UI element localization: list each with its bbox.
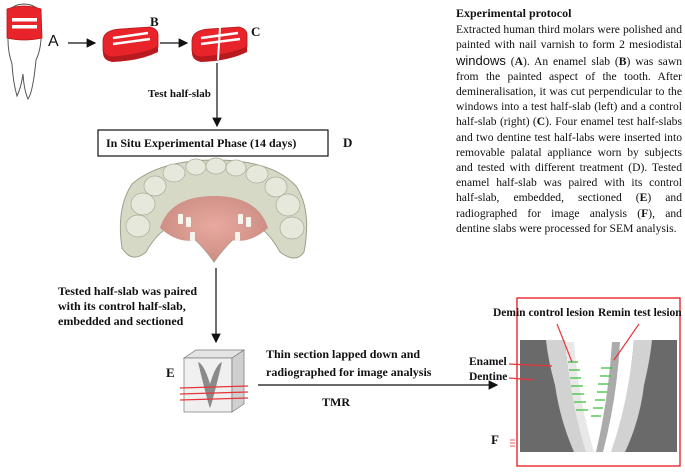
remin-test-lesion-label: Remin test lesion <box>598 307 682 319</box>
protocol-text: Extracted human third molars were polish… <box>456 23 682 52</box>
label-e: E <box>166 365 175 380</box>
protocol-text: ) was sawn from the painted aspect of th… <box>456 54 683 129</box>
protocol-title: Experimental protocol <box>456 6 572 20</box>
lesion-green-stripes <box>568 361 613 417</box>
demin-control-lesion-label: Demin control lesion <box>493 307 595 319</box>
tested-paired-line-1: Tested half-slab was paired <box>58 284 198 298</box>
thin-section-line-1: Thin section lapped down and <box>266 347 421 361</box>
enamel-label: Enamel <box>469 356 507 368</box>
tested-paired-line-2: with its control half-slab, <box>58 299 186 313</box>
dentine-label: Dentine <box>469 371 508 383</box>
protocol-text: ( <box>505 54 515 68</box>
label-a: A <box>48 33 59 50</box>
thin-section-text: Thin section lapped down and radiographe… <box>266 345 431 381</box>
panel-f-pointers <box>508 323 640 381</box>
panel-f-edge-ticks <box>510 439 515 447</box>
protocol-windows-word: windows <box>456 52 506 68</box>
enamel-slab-c <box>191 26 248 62</box>
protocol-ref-c: C <box>536 115 546 129</box>
protocol-text: ). Four enamel test half-slabs and two d… <box>456 115 682 205</box>
test-half-slab-label: Test half-slab <box>148 88 211 100</box>
protocol-body: Extracted human third molars were polish… <box>456 22 682 236</box>
protocol-ref-e: E <box>639 191 648 205</box>
embedded-block-e <box>179 349 249 413</box>
protocol-ref-b: B <box>618 54 627 68</box>
protocol-ref-f: F <box>641 206 649 220</box>
label-b: B <box>150 14 159 29</box>
label-d: D <box>343 135 353 150</box>
protocol-text: ), and dentine slabs were processed for … <box>456 206 682 235</box>
enamel-slab-b <box>102 26 159 62</box>
tested-paired-line-3: embedded and sectioned <box>58 314 184 328</box>
in-situ-phase-box <box>97 129 329 157</box>
tested-paired-text: Tested half-slab was paired with its con… <box>58 284 197 329</box>
in-situ-phase-label: In Situ Experimental Phase (14 days) <box>106 136 297 150</box>
thin-section-line-2: radiographed for image analysis <box>266 365 432 379</box>
protocol-text: ) and radiographed for image analysis ( <box>456 191 682 220</box>
label-c: C <box>251 24 261 39</box>
label-f: F <box>491 432 499 447</box>
tooth-illustration <box>6 3 43 101</box>
palatal-appliance-image <box>119 157 308 263</box>
tmr-label: TMR <box>322 395 350 409</box>
protocol-text: ). An enamel slab ( <box>522 54 619 68</box>
protocol-ref-a: A <box>514 54 523 68</box>
experimental-protocol: Experimental protocol Extracted human th… <box>456 6 682 236</box>
tmr-section-image <box>520 340 677 452</box>
